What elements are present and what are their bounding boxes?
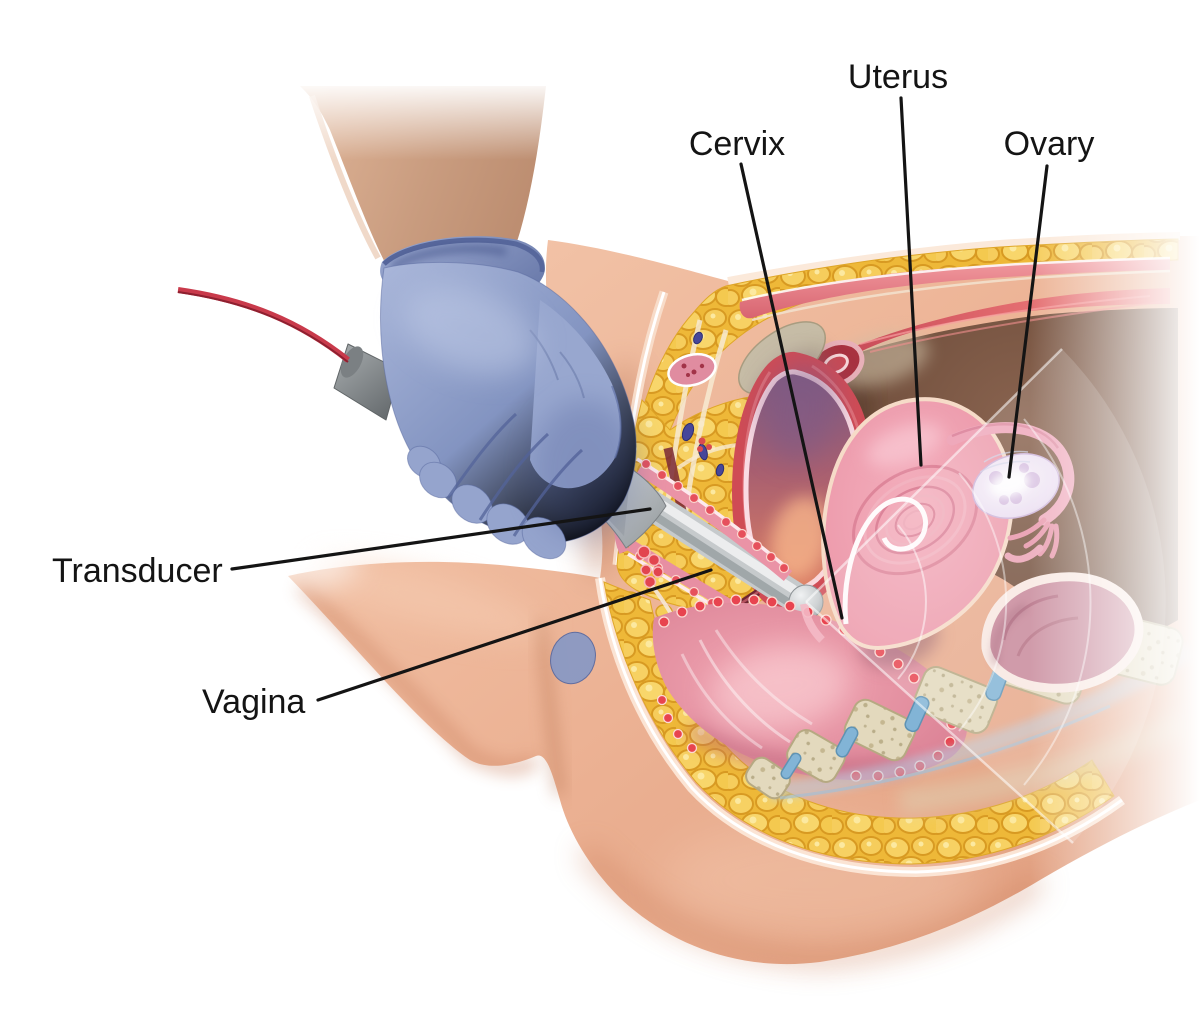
annotation-transducer: Transducer bbox=[52, 507, 652, 590]
rectum-highlight bbox=[710, 646, 850, 730]
vagina-leader-line bbox=[316, 568, 713, 702]
annotations: Uterus Cervix Ovary Transducer Vagina bbox=[52, 58, 1094, 721]
buttock-edge-shade bbox=[295, 579, 540, 775]
gluteal-crease bbox=[535, 619, 565, 796]
annotation-cervix: Cervix bbox=[689, 125, 844, 620]
cable bbox=[177, 287, 350, 363]
bladder-sheen bbox=[763, 362, 837, 462]
anterior-wall-rugae bbox=[640, 458, 790, 574]
arm-top-fade bbox=[280, 80, 570, 160]
thigh-highlight bbox=[313, 560, 547, 640]
cervix-label: Cervix bbox=[689, 125, 785, 163]
pinky-fingertip bbox=[550, 631, 596, 685]
clinician-hand bbox=[280, 80, 640, 685]
transducer-label: Transducer bbox=[52, 552, 223, 590]
uterus-organ bbox=[800, 397, 1014, 651]
glove-highlight bbox=[402, 285, 538, 375]
spongy-tissue-node bbox=[667, 352, 717, 388]
fundus-highlight bbox=[866, 423, 944, 467]
cable-stripe bbox=[177, 291, 349, 363]
vessel-node bbox=[697, 437, 712, 452]
uterus-label: Uterus bbox=[848, 58, 948, 96]
cervix-collar bbox=[800, 603, 825, 643]
myometrium-swirls bbox=[852, 464, 978, 576]
bladder-highlight bbox=[770, 496, 830, 580]
ovary-label: Ovary bbox=[1004, 125, 1095, 163]
cuff-roll-rim bbox=[382, 237, 545, 273]
transducer-leader-line bbox=[230, 507, 652, 571]
annotation-vagina: Vagina bbox=[202, 568, 713, 721]
ovary-leader-line bbox=[1007, 164, 1049, 479]
annotation-ovary: Ovary bbox=[1004, 125, 1095, 479]
cap-face bbox=[340, 346, 364, 378]
buttock-bottom-shade bbox=[578, 844, 1045, 967]
uterus-leader-line bbox=[899, 96, 923, 467]
glove-shade bbox=[530, 400, 640, 540]
edge-fades bbox=[238, 160, 1200, 910]
vagina-label: Vagina bbox=[202, 683, 305, 721]
annotation-uterus: Uterus bbox=[848, 58, 948, 467]
cut-rim-buttock-white bbox=[598, 577, 1123, 874]
cuff-inner-shadow bbox=[389, 244, 507, 272]
cervix-leader-line bbox=[739, 162, 844, 620]
